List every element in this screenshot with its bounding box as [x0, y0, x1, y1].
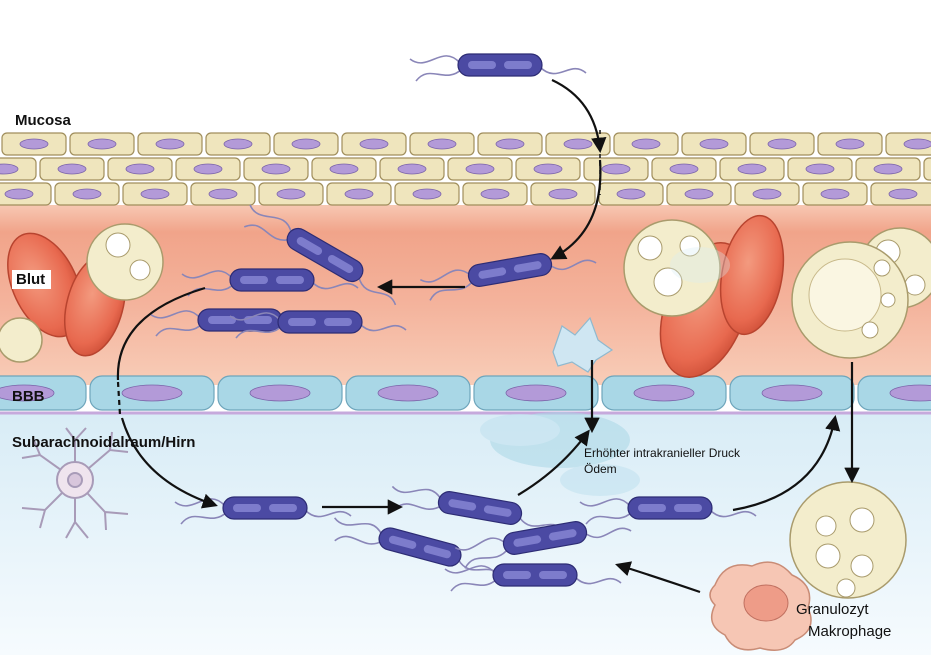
mucosa-cell [0, 158, 36, 180]
mucosa-cell [818, 133, 882, 155]
endothelial-cell [346, 376, 470, 410]
mucosa-cell [108, 158, 172, 180]
mucosa-cell [720, 158, 784, 180]
mucosa-cell [312, 158, 376, 180]
mucosa-cell [274, 133, 338, 155]
mucosa-cell-layer [0, 133, 931, 205]
mucosa-cell [803, 183, 867, 205]
mucosa-cell [886, 133, 931, 155]
mucosa-cell [40, 158, 104, 180]
granulocyte [790, 482, 906, 598]
mucosa-cell [448, 158, 512, 180]
label-granulozyt: Granulozyt [796, 600, 869, 620]
endothelial-cell [730, 376, 854, 410]
label-druck: Erhöhter intrakranieller Druck [584, 446, 740, 461]
mucosa-cell [191, 183, 255, 205]
label-bbb: BBB [12, 388, 45, 405]
mucosa-cell [138, 133, 202, 155]
mucosa-cell [652, 158, 716, 180]
mucosa-cell [327, 183, 391, 205]
endothelial-cell [218, 376, 342, 410]
mucosa-cell [750, 133, 814, 155]
mucosa-cell [788, 158, 852, 180]
mucosa-cell [2, 133, 66, 155]
mucosa-cell [856, 158, 920, 180]
mucosa-cell [395, 183, 459, 205]
mucosa-cell [614, 133, 678, 155]
endothelial-cell [474, 376, 598, 410]
mucosa-cell [478, 133, 542, 155]
mucosa-cell [584, 158, 648, 180]
mucosa-cell [206, 133, 270, 155]
label-subarachnoid: Subarachnoidalraum/Hirn [12, 434, 195, 451]
mucosa-cell [244, 158, 308, 180]
mucosa-cell [531, 183, 595, 205]
mucosa-cell [259, 183, 323, 205]
mucosa-cell [55, 183, 119, 205]
mucosa-cell [871, 183, 931, 205]
mucosa-cell [176, 158, 240, 180]
endothelial-cell [90, 376, 214, 410]
mucosa-cell [123, 183, 187, 205]
label-makrophage: Makrophage [808, 622, 891, 642]
label-blut: Blut [12, 270, 51, 289]
mucosa-cell [682, 133, 746, 155]
mucosa-cell [463, 183, 527, 205]
mucosa-cell [342, 133, 406, 155]
mucosa-cell [546, 133, 610, 155]
endothelial-cell [602, 376, 726, 410]
mucosa-cell [667, 183, 731, 205]
mucosa-cell [70, 133, 134, 155]
label-oedem: Ödem [584, 462, 617, 477]
mucosa-cell [410, 133, 474, 155]
leukocyte-transmigrating [792, 242, 908, 358]
mucosa-cell [735, 183, 799, 205]
mucosa-cell [599, 183, 663, 205]
label-mucosa: Mucosa [15, 112, 71, 129]
mucosa-cell [924, 158, 931, 180]
mucosa-cell [380, 158, 444, 180]
mucosa-cell [0, 183, 51, 205]
endothelial-cell [858, 376, 931, 410]
endothelium-cell-layer [0, 376, 931, 410]
mucosa-cell [516, 158, 580, 180]
